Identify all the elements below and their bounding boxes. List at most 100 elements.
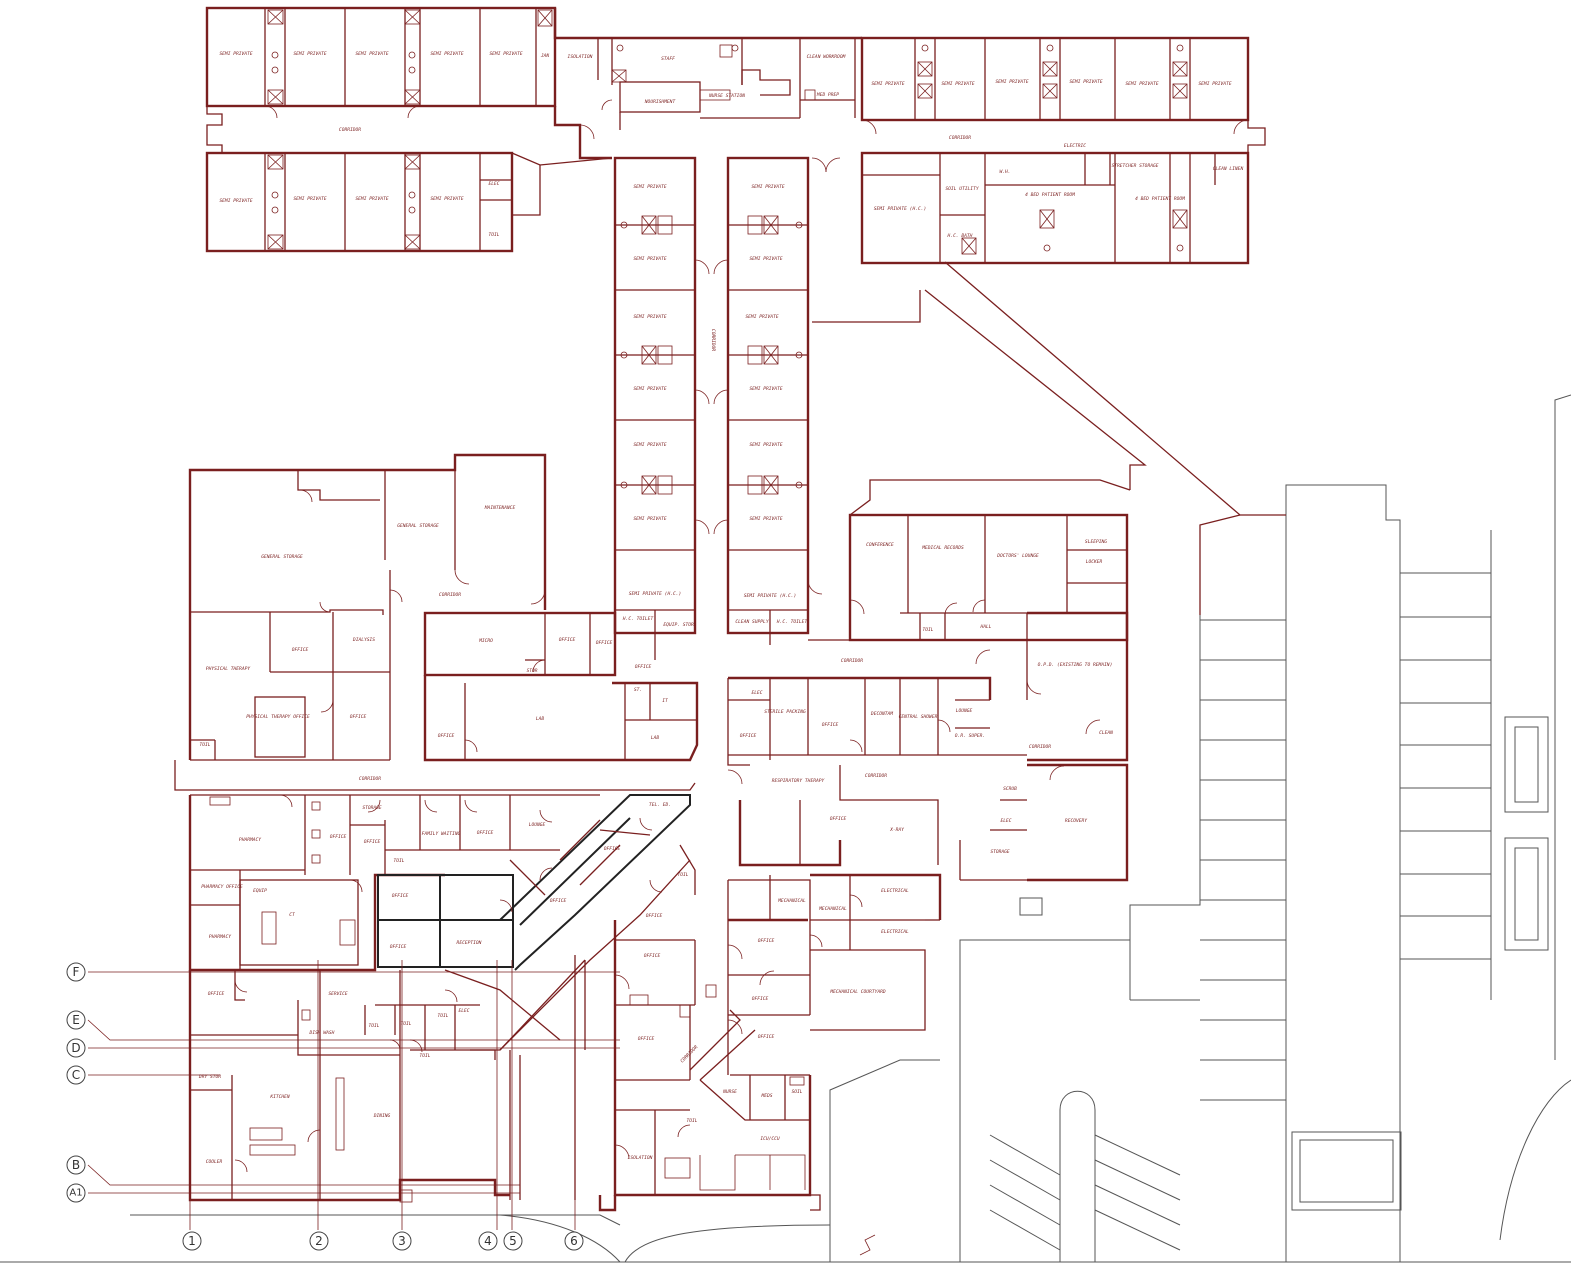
grid-col-label: 6 [570,1234,578,1248]
room-label: EQUIP [253,888,267,894]
room-label: OFFICE [292,647,309,653]
room-label: TOIL [677,872,688,878]
room-label: RESPIRATORY THERAPY [772,778,826,784]
grid-col-label: 4 [484,1234,492,1248]
room-label: OFFICE [350,714,367,720]
room-label: NURSE STATION [708,93,745,99]
wing-lower-center [598,879,821,1212]
room-label: OFFICE [635,664,652,670]
room-label: OFFICE [604,846,621,852]
room-labels: SEMI PRIVATE SEMI PRIVATE SEMI PRIVATE S… [198,51,1244,1165]
room-label: CORRIDOR [841,658,863,664]
wing-top-left [205,6,613,253]
room-label: PHYSICAL THERAPY [206,666,251,672]
room-label: SEMI PRIVATE [633,386,666,392]
room-label: OFFICE [477,830,494,836]
room-label: H.C. TOILET [776,619,808,625]
room-label: OFFICE [364,839,381,845]
room-label: MICRO [478,638,493,644]
room-label: CT [289,912,295,918]
room-label: TOIL [686,1118,697,1124]
room-label: SEMI PRIVATE [293,51,326,57]
room-label: NURSE [722,1089,737,1095]
grid-row-B: B [66,1155,86,1175]
room-label: STOR [526,668,537,674]
room-label: LOUNGE [529,822,546,828]
room-label: TOIL [419,1053,430,1059]
room-label: OFFICE [390,944,407,950]
grid-row-E: E [66,1010,86,1030]
room-label: CORRIDOR [339,127,361,133]
room-label: OFFICE [752,996,769,1002]
room-label: CORRIDOR [949,135,971,141]
grid-row-D: D [66,1038,86,1058]
room-label: SEMI PRIVATE [941,81,974,87]
grid-col-label: 2 [315,1234,323,1248]
room-label: CENTRAL SHOWER [899,714,938,720]
room-label: SEMI PRIVATE [355,196,388,202]
room-label: CORRIDOR [865,773,887,779]
room-label: SEMI PRIVATE [633,442,666,448]
room-label: DISH WASH [309,1030,335,1036]
room-label: CORRIDOR [359,776,381,782]
room-label: PHARMACY OFFICE [201,884,243,890]
room-label: CONFERENCE [866,542,894,548]
room-label: DIALYSIS [352,637,375,643]
room-label: CORRIDOR [1029,744,1051,750]
room-label: LAB [536,716,545,722]
room-label: X-RAY [889,827,905,833]
wing-lower-left [188,794,600,972]
room-label: TOIL [199,742,210,748]
room-label: OFFICE [644,953,661,959]
nurse-station-block [553,8,862,160]
site-bottom [0,1200,1571,1263]
grid-row-label: C [72,1068,80,1082]
room-label: EQUIP. STOR. [663,622,696,628]
room-label: TOIL [400,1021,411,1027]
grid-row-label: F [73,965,80,979]
room-label: SEMI PRIVATE [1198,81,1231,87]
room-label: LAB [651,735,660,741]
grid-col-6: 6 [564,1231,584,1251]
room-label: IT [662,698,668,704]
room-label: NOURISHMENT [644,99,676,105]
room-label: LOCKER [1086,559,1103,565]
room-label: SEMI PRIVATE [749,256,782,262]
room-label: OFFICE [330,834,347,840]
room-label: STAFF [661,56,675,62]
grid-row-F: F [66,962,86,982]
room-label: SCRUB [1003,786,1017,792]
room-label: SEMI PRIVATE [633,314,666,320]
grid-col-label: 3 [398,1234,406,1248]
room-label: CLEAN [1099,730,1113,736]
room-label: GENERAL STORAGE [397,523,439,529]
grid-row-A1: A1 [66,1183,86,1203]
room-label: ELECTRICAL [881,929,909,935]
room-label: SEMI PRIVATE [293,196,326,202]
room-label: OFFICE [638,1036,655,1042]
room-label: SEMI PRIVATE [355,51,388,57]
column-grid [87,960,620,1230]
room-label: SEMI PRIVATE (H.C.) [744,593,797,599]
site-road [812,261,1286,615]
room-label: 4 BED PATIENT ROOM [1025,192,1075,198]
room-label: MAINTENANCE [484,505,516,511]
wing-top-right [811,36,1266,265]
grid-col-label: 5 [509,1234,517,1248]
room-label: TOIL [488,232,499,238]
site-parking [829,394,1571,1262]
room-label: SEMI PRIVATE [219,51,252,57]
room-label: OFFICE [596,640,613,646]
room-label: CORRIDOR [710,329,716,351]
room-label: ELEC [751,690,762,696]
room-label: SEMI PRIVATE [749,442,782,448]
wing-lower-right [769,873,942,1031]
room-label: CLEAN WORKROOM [807,54,846,60]
grid-col-label: 1 [188,1234,196,1248]
grid-row-label: A1 [69,1188,82,1199]
room-label: SEMI PRIVATE (H.C.) [629,591,682,597]
room-label: OFFICE [740,733,757,739]
room-label: TOIL [437,1013,448,1019]
room-label: TOIL [393,858,404,864]
room-label: SEMI PRIVATE [749,516,782,522]
